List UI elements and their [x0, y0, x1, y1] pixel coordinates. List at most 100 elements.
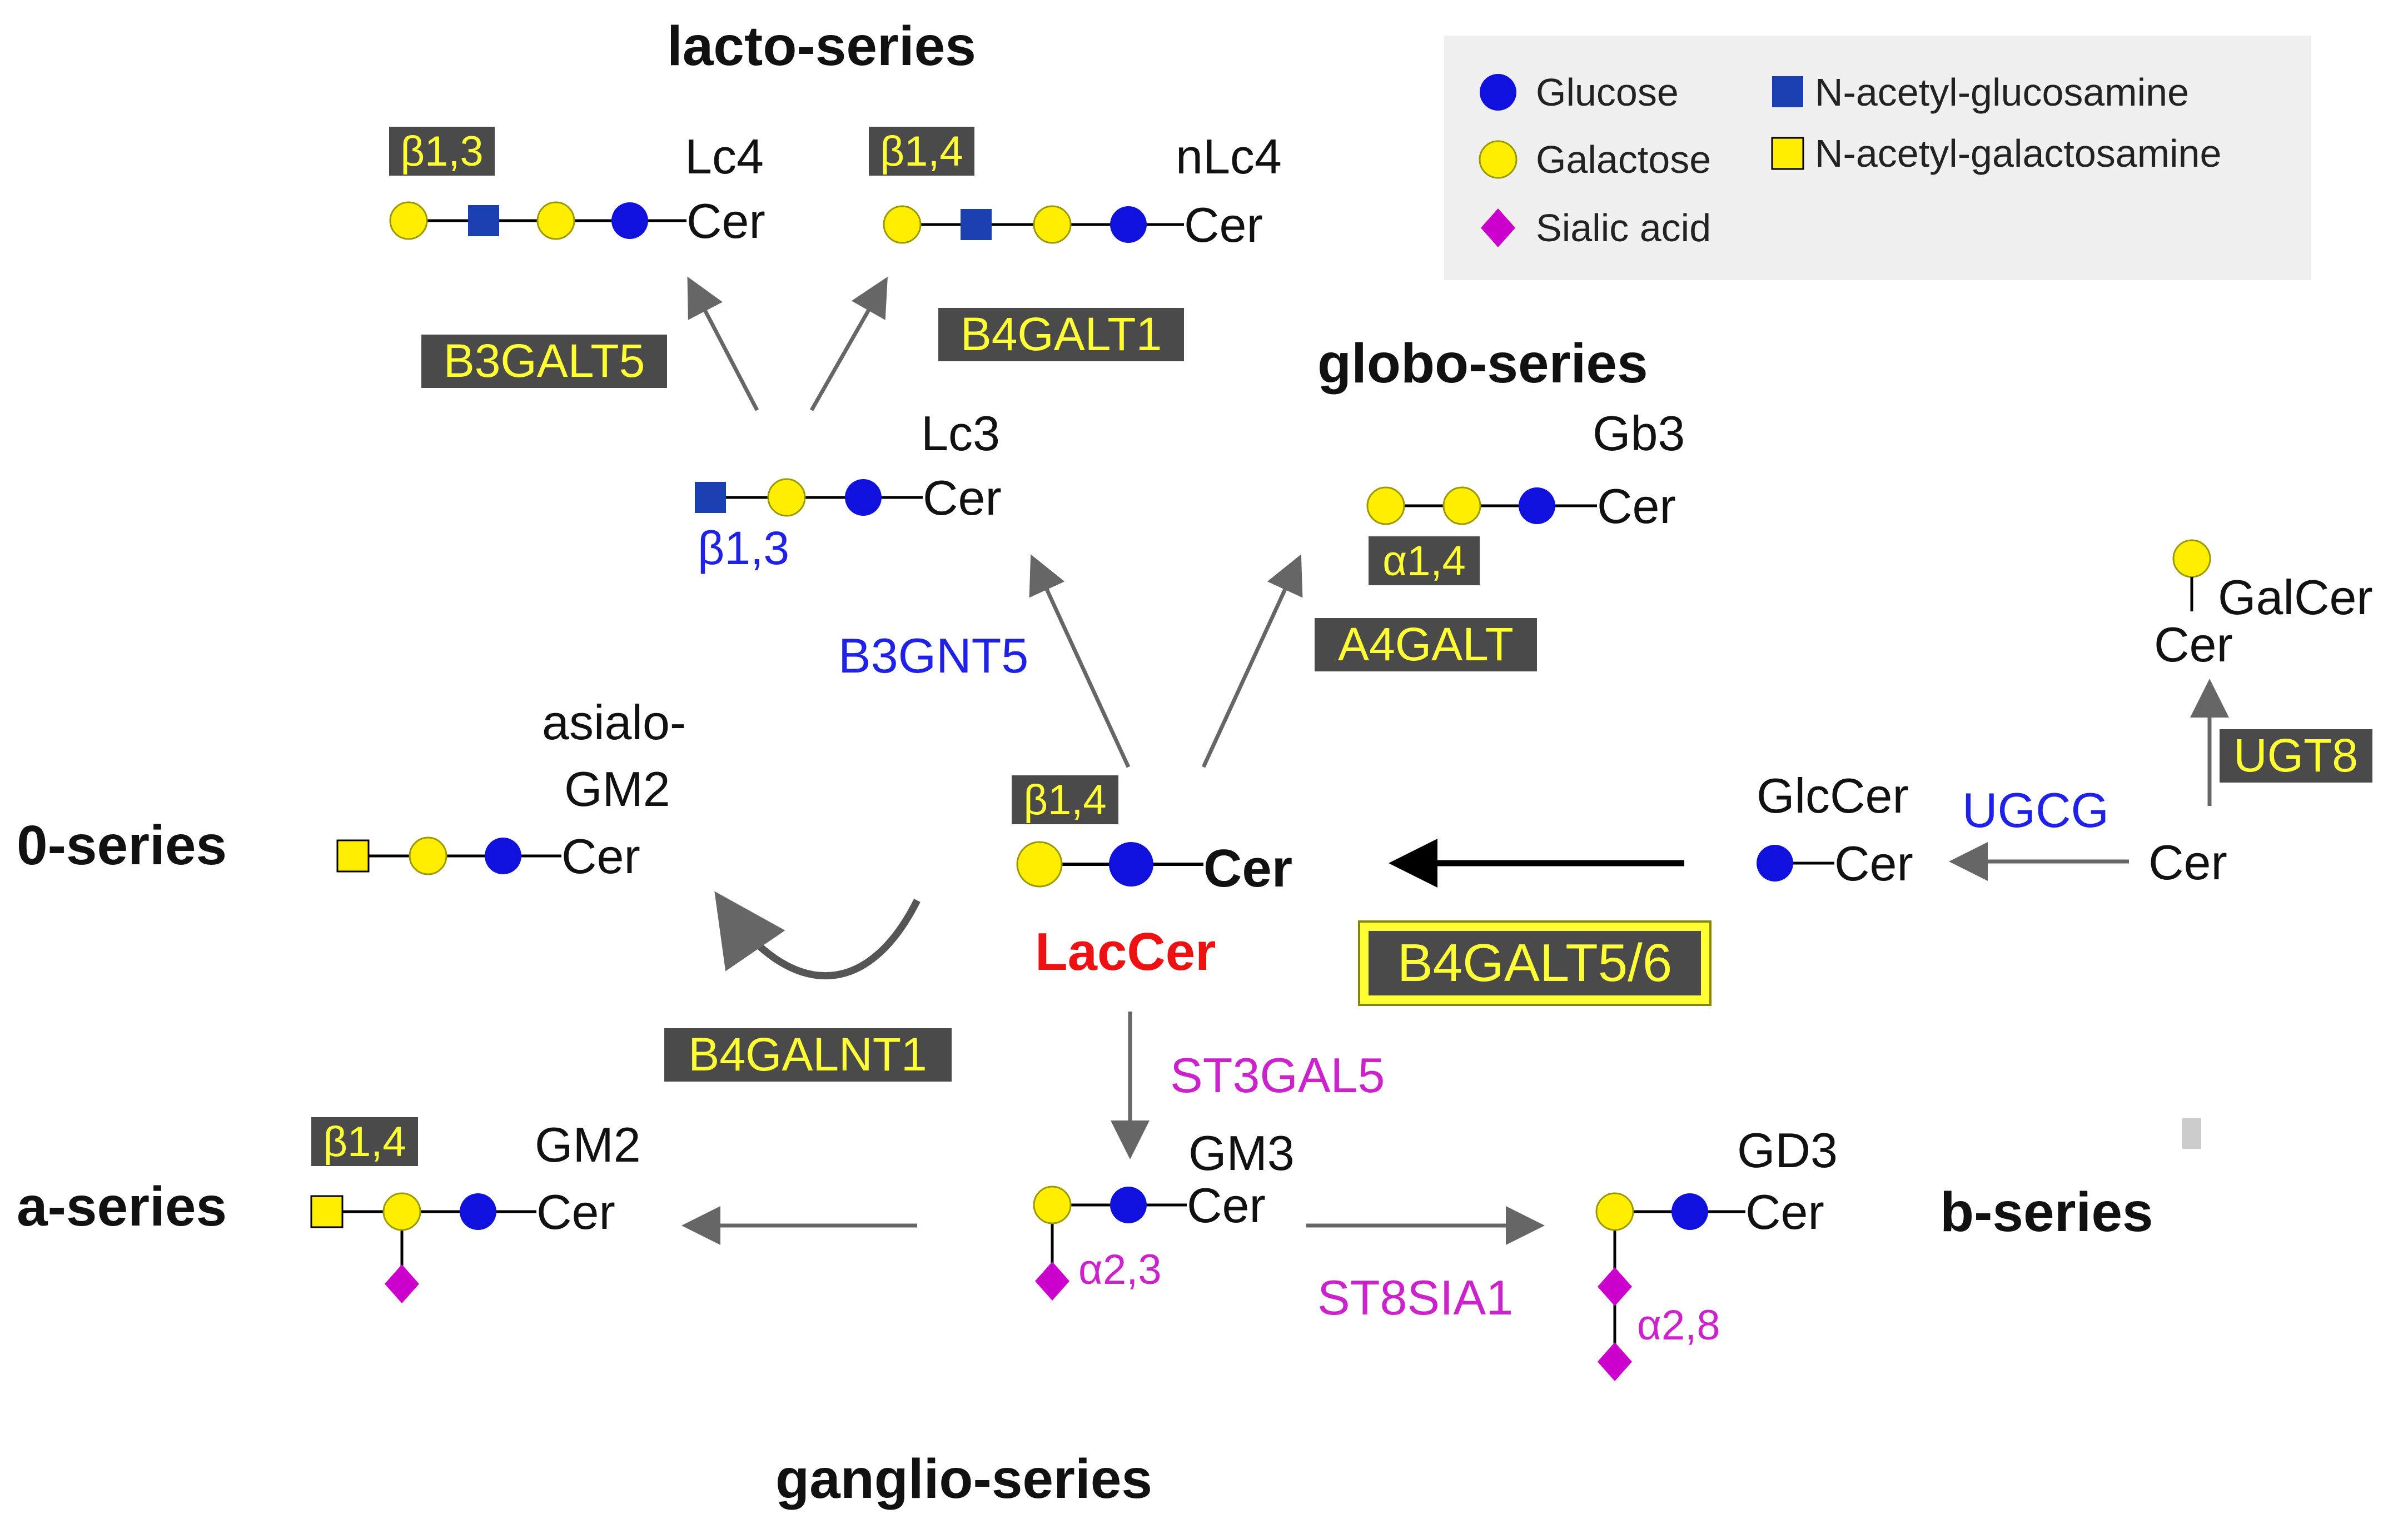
arrow-laccer-to-asialo-gm2 — [714, 891, 921, 980]
st8sia1-label: ST8SIA1 — [1317, 1270, 1513, 1325]
legend-sialic-acid-icon — [1481, 208, 1515, 247]
b4galt1-label: B4GALT1 — [961, 308, 1162, 360]
lc3-linkage-label: β1,3 — [698, 522, 789, 574]
gd3-structure: GD3 Cer α2,8 — [1595, 1123, 1838, 1381]
arrow-lc3-to-nlc4 — [809, 276, 888, 411]
asialo-gm2-galnac-icon — [336, 839, 370, 873]
ugcg-label: UGCG — [1962, 783, 2109, 838]
lacto-series-label: lacto-series — [667, 15, 976, 77]
ganglio-series-label: ganglio-series — [775, 1448, 1152, 1510]
nlc4-glucose-icon — [1110, 206, 1147, 243]
gd3-cer-label: Cer — [1745, 1184, 1824, 1239]
arrow-laccer-to-gb3 — [1201, 554, 1303, 768]
gm3-sialic-acid-icon — [1035, 1262, 1069, 1301]
b3galt5-label: B3GALT5 — [444, 335, 645, 387]
ugt8-label: UGT8 — [2233, 729, 2358, 781]
gm2-sialic-acid-icon — [385, 1264, 419, 1303]
nlc4-cer-label: Cer — [1184, 197, 1263, 252]
glccer-structure: GlcCer Cer — [1757, 768, 1913, 891]
gd3-sialic-acid-icon-2 — [1598, 1342, 1632, 1381]
laccer-linkage-label: β1,4 — [1023, 776, 1106, 824]
legend: Glucose Galactose Sialic acid N-acetyl-g… — [1444, 36, 2311, 280]
nlc4-structure: β1,4 nLc4 Cer — [869, 127, 1282, 252]
b4galnt1-box — [664, 1028, 952, 1082]
b4galt56-label: B4GALT5/6 — [1397, 933, 1672, 993]
laccer-structure: β1,4 Cer LacCer — [1012, 775, 1292, 982]
arrow-laccer-to-lc3 — [1029, 554, 1131, 768]
lc3-cer-label: Cer — [923, 470, 1002, 525]
ugt8-box — [2220, 729, 2372, 783]
galcer-structure: GalCer Cer — [2154, 539, 2373, 672]
gd3-galactose-icon — [1595, 1192, 1634, 1231]
b3gnt5-label: B3GNT5 — [838, 628, 1028, 683]
nlc4-glcnac-icon — [961, 209, 992, 240]
precursor-cer-label: Cer — [2148, 835, 2227, 890]
nlc4-linkage-box — [869, 127, 974, 176]
legend-glcnac-icon — [1772, 76, 1803, 107]
lc4-name: Lc4 — [685, 129, 764, 184]
galcer-galactose-icon — [2172, 539, 2211, 578]
lc4-galactose-icon-2 — [536, 201, 575, 240]
gb3-linkage-label: α1,4 — [1382, 537, 1466, 585]
gb3-linkage-box — [1369, 536, 1480, 585]
nlc4-galactose-icon-2 — [1033, 205, 1072, 244]
legend-glucose-icon — [1480, 74, 1516, 111]
laccer-name: LacCer — [1035, 922, 1216, 982]
lc4-structure: β1,3 Lc4 Cer — [389, 127, 765, 248]
gd3-name: GD3 — [1737, 1123, 1838, 1178]
laccer-linkage-box — [1012, 775, 1118, 824]
arrow-lc3-to-lc4 — [687, 276, 759, 411]
b-series-label: b-series — [1940, 1181, 2153, 1243]
a4galt-label: A4GALT — [1338, 618, 1514, 670]
gb3-galactose-icon-2 — [1442, 486, 1481, 525]
galcer-name: GalCer — [2218, 570, 2373, 625]
nlc4-linkage-label: β1,4 — [880, 128, 963, 175]
legend-glcnac-label: N-acetyl-glucosamine — [1815, 71, 2189, 114]
lc4-glucose-icon — [611, 202, 648, 239]
lc4-galactose-icon — [389, 201, 428, 240]
gd3-linkage-label: α2,8 — [1637, 1302, 1720, 1349]
glccer-cer-label: Cer — [1834, 836, 1913, 891]
gray-mark — [2182, 1118, 2201, 1149]
lc4-cer-label: Cer — [686, 193, 765, 248]
gm3-cer-label: Cer — [1187, 1178, 1266, 1233]
lc3-structure: Lc3 Cer β1,3 — [695, 406, 1002, 574]
gm2-cer-label: Cer — [536, 1184, 615, 1239]
gm2-linkage-label: β1,4 — [323, 1118, 406, 1166]
gm2-galnac-icon — [310, 1195, 344, 1228]
b3galt5-box — [421, 335, 667, 388]
gb3-galactose-icon — [1366, 486, 1405, 525]
lc4-glcnac-icon — [468, 205, 499, 236]
lc4-linkage-box — [389, 127, 495, 176]
gb3-structure: Gb3 Cer α1,4 — [1366, 406, 1685, 585]
b4galnt1-label: B4GALNT1 — [688, 1028, 927, 1080]
gb3-name: Gb3 — [1593, 406, 1685, 461]
b4galt1-box — [938, 308, 1184, 361]
legend-galactose-label: Galactose — [1536, 138, 1711, 181]
laccer-cer-label: Cer — [1203, 839, 1292, 898]
gd3-glucose-icon — [1671, 1193, 1708, 1230]
lc3-galactose-icon — [767, 478, 806, 517]
gm2-galactose-icon — [382, 1192, 421, 1231]
a4galt-box — [1315, 618, 1537, 671]
gm3-structure: GM3 Cer α2,3 — [1033, 1125, 1295, 1301]
legend-galactose-icon — [1479, 140, 1518, 179]
lc3-name: Lc3 — [921, 406, 1000, 461]
asialo-gm2-structure: asialo- GM2 Cer — [336, 695, 686, 884]
gm2-structure: β1,4 GM2 Cer — [310, 1117, 641, 1303]
gb3-glucose-icon — [1519, 487, 1555, 524]
glccer-name: GlcCer — [1757, 768, 1909, 823]
glccer-glucose-icon — [1757, 845, 1793, 881]
laccer-galactose-icon — [1016, 841, 1063, 888]
gd3-sialic-acid-icon — [1598, 1267, 1632, 1306]
globo-series-label: globo-series — [1317, 332, 1648, 395]
legend-sialic-acid-label: Sialic acid — [1536, 206, 1711, 250]
gm2-glucose-icon — [460, 1193, 496, 1230]
lc3-glcnac-icon — [695, 482, 726, 513]
b4galt56-box — [1369, 931, 1701, 995]
nlc4-name: nLc4 — [1176, 129, 1282, 184]
legend-background — [1444, 36, 2311, 280]
asialo-gm2-name-line2: GM2 — [564, 761, 670, 816]
gm2-linkage-box — [311, 1117, 418, 1166]
